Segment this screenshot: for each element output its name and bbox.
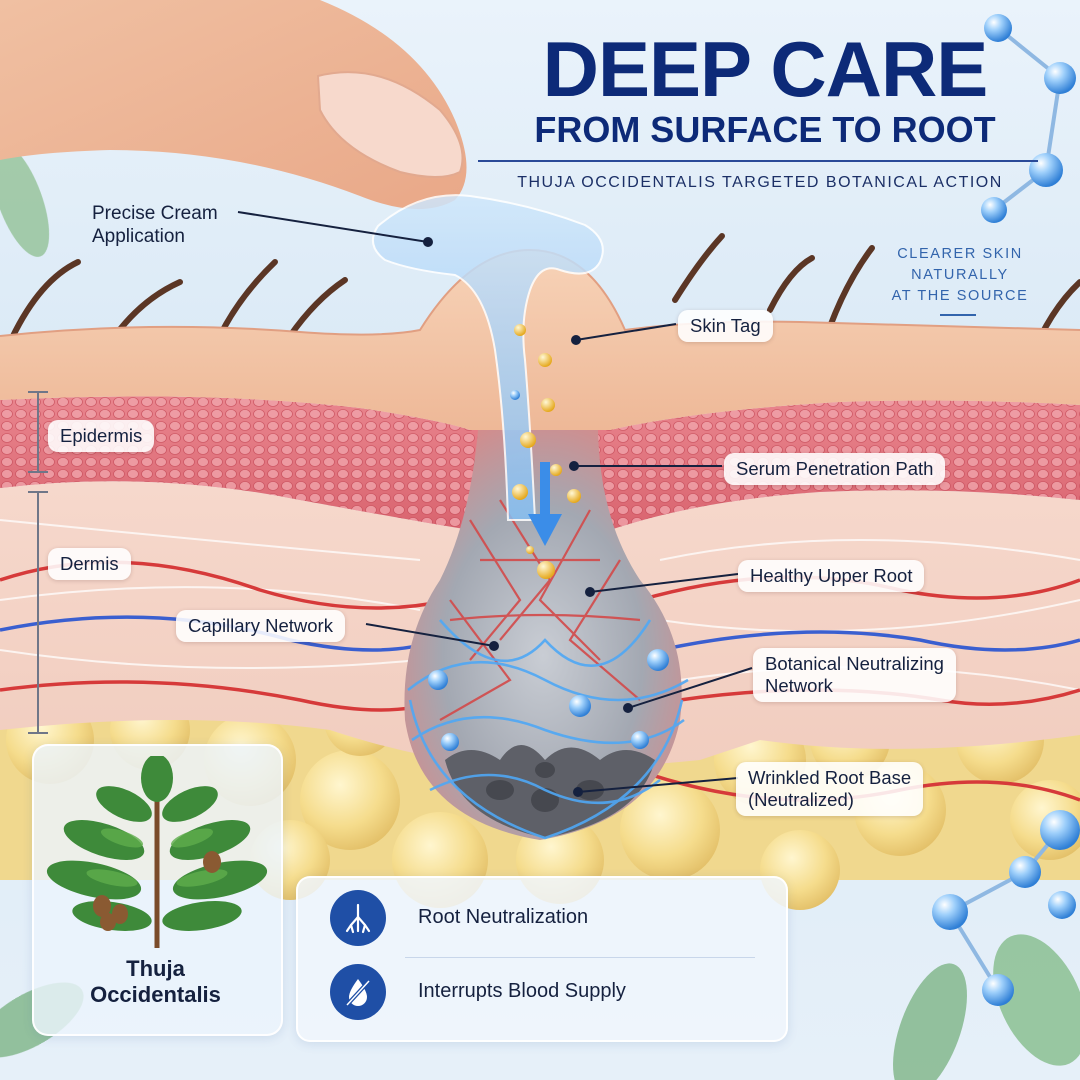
label-root-base-line-2: (Neutralized) [748,789,854,810]
plant-name-line-1: Thuja [126,956,185,981]
benefit-root-neutralization: Root Neutralization [418,906,589,928]
plant-name-line-2: Occidentalis [90,982,221,1007]
skin-surface [0,250,1080,430]
skin-tag-root [404,430,689,840]
label-cream-application-line-1: Precise Cream [92,203,218,224]
label-epidermis: Epidermis [48,420,155,452]
side-note: CLEARER SKIN NATURALLY AT THE SOURCE [880,244,1040,307]
label-skin-tag: Skin Tag [678,310,773,342]
side-note-line-1: CLEARER SKIN [897,246,1023,262]
molecule-top-right [981,14,1076,223]
tagline: THUJA OCCIDENTALIS TARGETED BOTANICAL AC… [517,174,1003,191]
label-cream-application-line-2: Application [92,226,185,247]
root-icon [330,890,386,946]
cream-blob [371,194,604,521]
label-healthy-root: Healthy Upper Root [738,560,925,592]
label-root-base: Wrinkled Root Base (Neutralized) [736,762,924,816]
penetration-arrow [528,462,562,546]
blocked-drop-icon [330,964,386,1020]
benefit-interrupts-blood-supply: Interrupts Blood Supply [418,980,626,1002]
botanical-orbs [428,649,669,751]
label-dermis: Dermis [48,548,131,580]
layer-brackets [28,391,48,734]
title-divider [478,160,1038,162]
page-subtitle: FROM SURFACE TO ROOT [534,109,996,150]
benefits-divider [405,957,755,958]
label-botanical-network: Botanical Neutralizing Network [753,648,956,702]
label-capillary-network: Capillary Network [176,610,345,642]
molecule-bottom-right [932,810,1080,1006]
label-cream-application: Precise Cream Application [92,202,218,248]
serum-droplets [510,324,581,579]
callout-lines [237,211,753,797]
root-capillaries [439,499,641,721]
page-title: DEEP CARE [542,25,989,113]
label-root-base-line-1: Wrinkled Root Base [748,767,912,788]
label-botanical-network-line-1: Botanical Neutralizing [765,653,944,674]
label-serum-path: Serum Penetration Path [724,453,946,485]
side-note-divider [940,314,976,316]
plant-name: Thuja Occidentalis [32,956,279,1008]
finger [0,0,467,210]
side-note-line-2: NATURALLY [911,267,1009,283]
thuja-branch-icon [46,756,268,948]
side-note-line-3: AT THE SOURCE [891,288,1029,304]
label-botanical-network-line-2: Network [765,675,833,696]
